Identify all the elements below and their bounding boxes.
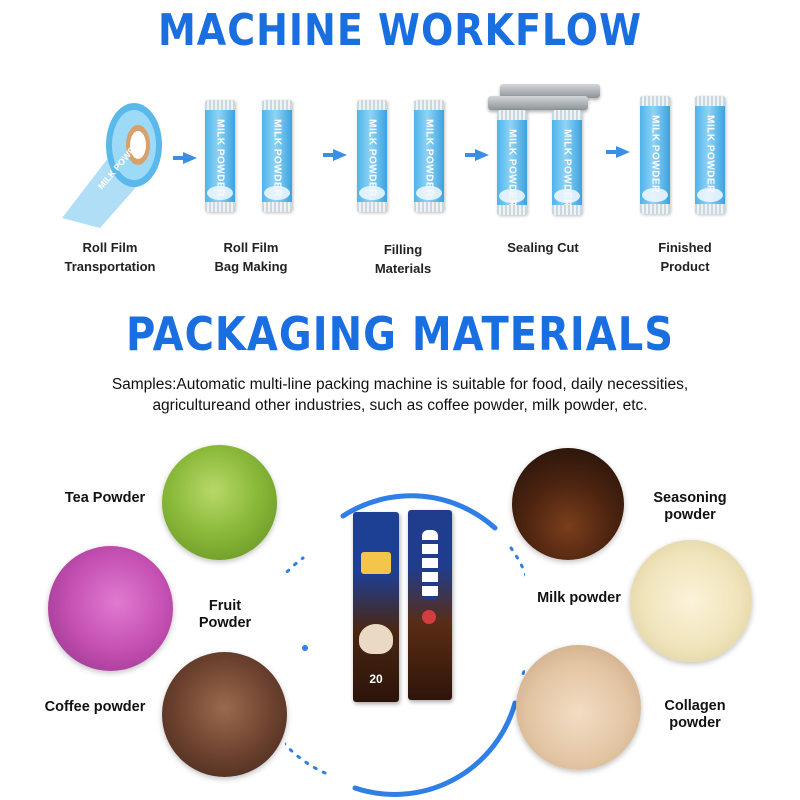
- fruit-powder-image: [48, 546, 173, 671]
- workflow-title: MACHINE WORKFLOW: [157, 4, 642, 56]
- coffee-stick-pack-back: [408, 510, 452, 700]
- roll-film-illustration: MILK POWDER: [62, 103, 162, 228]
- sealing-bar: [488, 96, 588, 110]
- milk-powder-stick: MILK POWDER: [497, 110, 527, 215]
- milk-powder-stick: MILK POWDER: [552, 110, 582, 215]
- milk-powder-stick: MILK POWDER: [262, 100, 292, 212]
- step-label: Roll Film Transportation: [64, 240, 156, 274]
- milk-powder-stick: MILK POWDER: [414, 100, 444, 212]
- milk-powder-stick: MILK POWDER: [205, 100, 235, 212]
- center-ring: [285, 493, 525, 797]
- step-label: Sealing Cut: [507, 240, 579, 255]
- arrow-right-icon: [606, 146, 630, 158]
- sealing-bar: [500, 84, 600, 98]
- tea-powder-image: [162, 445, 277, 560]
- step-label: Filling Materials: [374, 242, 432, 276]
- arrow-right-icon: [323, 149, 347, 161]
- milk-powder-stick: MILK POWDER: [695, 96, 725, 214]
- material-label-coffee: Coffee powder: [44, 699, 146, 715]
- collagen-powder-image: [516, 645, 641, 770]
- milk-powder-stick: MILK POWDER: [357, 100, 387, 212]
- coffee-powder-image: [162, 652, 287, 777]
- milk-powder-stick: MILK POWDER: [640, 96, 670, 214]
- material-label-milk: Milk powder: [537, 590, 621, 606]
- pack-price-label: 20: [369, 672, 383, 686]
- seasoning-powder-image: [512, 448, 624, 560]
- arrow-right-icon: [465, 149, 489, 161]
- step-label: Finished Product: [658, 240, 712, 274]
- arrow-right-icon: [173, 152, 197, 164]
- coffee-stick-pack-front: 20: [353, 512, 399, 702]
- materials-title: PACKAGING MATERIALS: [125, 308, 675, 362]
- milk-powder-image: [630, 540, 752, 662]
- material-label-seasoning: Seasoning powder: [653, 490, 727, 523]
- material-label-collagen: Collagen powder: [664, 698, 726, 731]
- material-label-fruit: Fruit Powder: [198, 598, 252, 631]
- material-label-tea: Tea Powder: [64, 490, 146, 506]
- materials-description: Samples:Automatic multi-line packing mac…: [111, 376, 689, 414]
- step-label: Roll Film Bag Making: [214, 240, 288, 274]
